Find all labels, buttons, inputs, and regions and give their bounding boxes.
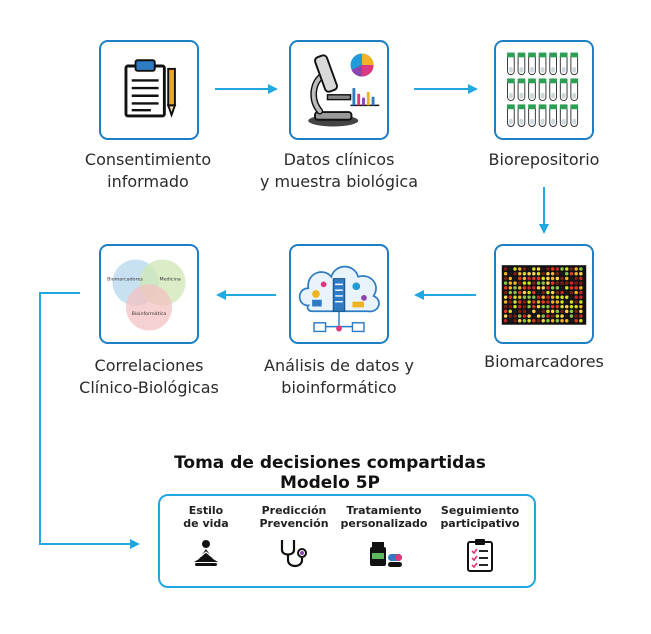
venn-diagram-icon: Biomarcadores Medicina Bioinformática bbox=[107, 259, 186, 331]
item-label-line: de vida bbox=[183, 517, 229, 530]
medication-icon bbox=[370, 542, 402, 567]
step-caption-consentimiento: Consentimiento informado bbox=[58, 149, 238, 193]
decisions-title-line2: Modelo 5P bbox=[279, 473, 380, 493]
item-label-line: Predicción bbox=[261, 504, 327, 517]
caption-line: y muestra biológica bbox=[259, 172, 419, 191]
caption-line: informado bbox=[107, 172, 189, 191]
caption-line: Biorepositorio bbox=[488, 150, 600, 169]
microarray-icon bbox=[501, 265, 587, 325]
step-caption-analisis: Análisis de datos y bioinformático bbox=[239, 355, 439, 399]
decisions-title-line1: Toma de decisiones compartidas bbox=[174, 453, 486, 473]
decision-item-tratamiento: Tratamiento personalizado bbox=[338, 504, 430, 568]
caption-line: bioinformático bbox=[281, 378, 397, 397]
step-box-analisis bbox=[289, 244, 389, 344]
clipboard-pencil-icon bbox=[124, 59, 177, 118]
venn-label-b: Medicina bbox=[159, 277, 180, 283]
stethoscope-icon bbox=[280, 540, 307, 568]
data-cloud-icon bbox=[298, 265, 380, 333]
step-box-datos-clinicos bbox=[289, 40, 389, 140]
item-label-line: personalizado bbox=[340, 517, 428, 530]
step-box-correlaciones: Biomarcadores Medicina Bioinformática bbox=[99, 244, 199, 344]
item-label-line: participativo bbox=[440, 517, 520, 530]
decisions-panel: Estilo de vida Predicción Prevención Tra… bbox=[158, 494, 536, 588]
item-label-line: Estilo bbox=[188, 504, 224, 517]
meditation-icon bbox=[194, 540, 218, 566]
step-box-biorepositorio bbox=[494, 40, 594, 140]
caption-line: Clínico-Biológicas bbox=[79, 378, 219, 397]
arrow-step6-decisions bbox=[39, 292, 140, 549]
step-box-biomarcadores bbox=[494, 244, 594, 344]
step-caption-biorepositorio: Biorepositorio bbox=[474, 149, 614, 171]
item-label-line: Tratamiento bbox=[346, 504, 422, 517]
decision-item-prediccion: Predicción Prevención bbox=[254, 504, 334, 570]
caption-line: Datos clínicos bbox=[283, 150, 395, 169]
microscope-chart-icon bbox=[308, 53, 380, 127]
test-tubes-rack-icon bbox=[507, 52, 579, 127]
venn-label-a: Biomarcadores bbox=[107, 277, 143, 283]
step-caption-datos-clinicos: Datos clínicos y muestra biológica bbox=[239, 149, 439, 193]
step-caption-correlaciones: Correlaciones Clínico-Biológicas bbox=[58, 355, 240, 399]
caption-line: Consentimiento bbox=[84, 150, 212, 169]
checklist-icon bbox=[467, 539, 493, 572]
step-box-consentimiento bbox=[99, 40, 199, 140]
caption-line: Biomarcadores bbox=[484, 352, 604, 371]
item-label-line: Prevención bbox=[259, 517, 329, 530]
decision-item-estilo-vida: Estilo de vida bbox=[174, 504, 238, 568]
decisions-title: Toma de decisiones compartidas Modelo 5P bbox=[150, 453, 510, 493]
step-caption-biomarcadores: Biomarcadores bbox=[474, 351, 614, 373]
decision-item-seguimiento: Seguimiento participativo bbox=[436, 504, 524, 572]
venn-label-c: Bioinformática bbox=[132, 310, 167, 317]
caption-line: Análisis de datos y bbox=[264, 356, 414, 375]
item-label-line: Seguimiento bbox=[440, 504, 520, 517]
caption-line: Correlaciones bbox=[94, 356, 204, 375]
